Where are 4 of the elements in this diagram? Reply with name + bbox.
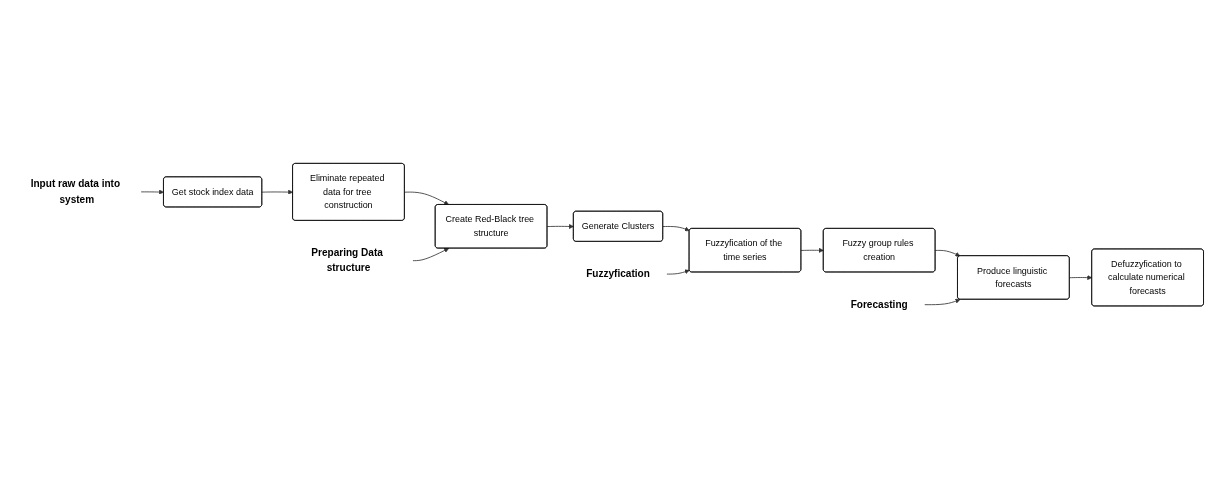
node-text: Preparing Data structure [311,247,383,274]
node-text: Input raw data into system [30,178,121,205]
node-text: Fuzzyfication [586,268,650,280]
node-text: Forecasting [850,298,908,311]
